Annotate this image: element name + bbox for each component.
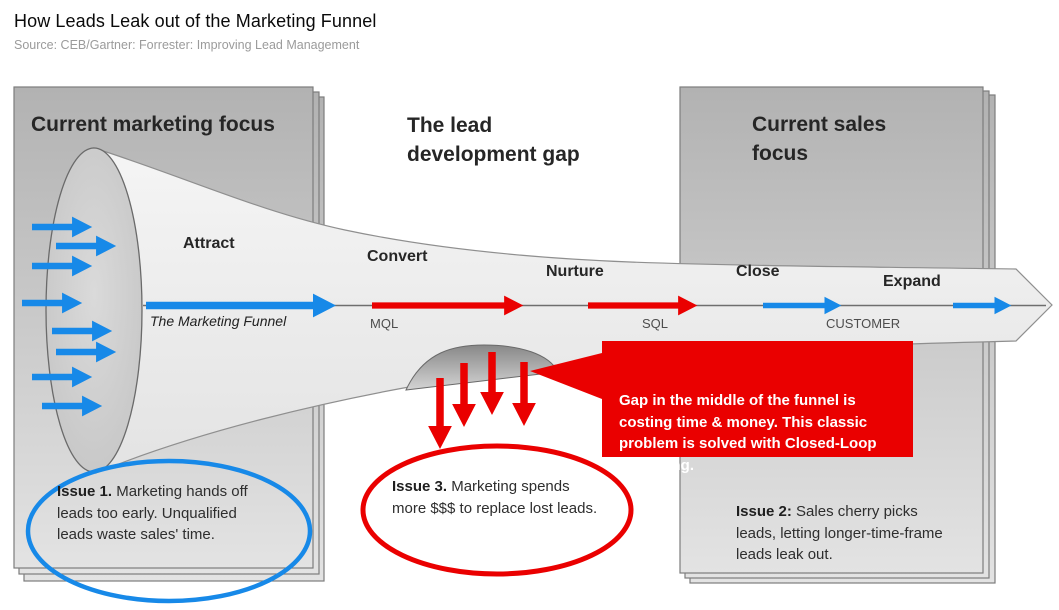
source-line: Source: CEB/Gartner: Forrester: Improvin… <box>14 38 360 52</box>
gap-heading: The lead development gap <box>407 114 580 166</box>
callout-box: Gap in the middle of the funnel is costi… <box>602 341 913 474</box>
marketing-funnel-label: The Marketing Funnel <box>150 313 287 329</box>
mql-label: MQL <box>370 316 399 331</box>
funnel-mouth <box>45 147 143 473</box>
incoming-lead-arrows <box>22 216 117 417</box>
customer-label: CUSTOMER <box>826 316 901 331</box>
callout-tail <box>530 353 602 399</box>
leak-arrows <box>428 352 537 449</box>
issue2-label: Issue 2: <box>736 503 792 520</box>
callout-text: Gap in the middle of the funnel is costi… <box>619 392 881 474</box>
issue1-ellipse <box>25 458 313 604</box>
issue1-text: Issue 1. Marketing hands off leads too e… <box>57 483 252 543</box>
stage-label-expand: Expand <box>883 273 941 290</box>
stage-label-attract: Attract <box>183 235 235 252</box>
issue3-ellipse <box>360 443 634 577</box>
stage-label-close: Close <box>736 263 780 280</box>
issue3-label: Issue 3. <box>392 478 448 495</box>
stage-label-nurture: Nurture <box>546 263 604 280</box>
sql-label: SQL <box>642 316 669 331</box>
sales-panel-heading: Current sales focus <box>752 113 893 165</box>
gap-hole <box>405 344 559 391</box>
stage-label-convert: Convert <box>367 248 428 265</box>
marketing-panel-heading: Current marketing focus <box>31 113 275 136</box>
issue2-text: Issue 2: Sales cherry picks leads, letti… <box>736 503 947 563</box>
issue1-label: Issue 1. <box>57 483 113 500</box>
issue3-text: Issue 3. Marketing spends more $$$ to re… <box>392 478 598 517</box>
page-title: How Leads Leak out of the Marketing Funn… <box>14 11 377 31</box>
